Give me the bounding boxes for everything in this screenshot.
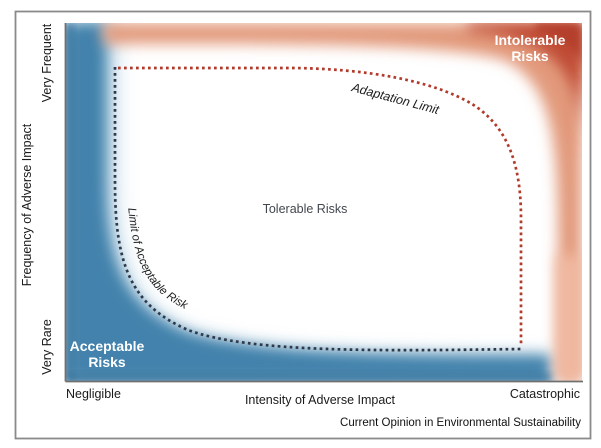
x-axis-min-label: Negligible — [66, 387, 121, 401]
journal-attribution: Current Opinion in Environmental Sustain… — [340, 417, 581, 429]
acceptable-region-core — [66, 23, 551, 381]
risk-field-shading — [66, 23, 582, 381]
intolerable-risks-label-line1: Intolerable — [495, 32, 566, 48]
acceptable-left-edge — [66, 23, 73, 381]
intolerable-lower-right-salmon — [556, 255, 582, 381]
acceptable-region-shading — [66, 23, 553, 381]
intolerable-corner-deep — [536, 23, 582, 84]
tolerable-risks-label: Tolerable Risks — [263, 202, 348, 216]
y-axis-min-label: Very Rare — [40, 319, 54, 375]
intolerable-corner — [468, 23, 582, 158]
intolerable-region-band — [103, 23, 582, 381]
acceptable-risks-label-line2: Risks — [88, 354, 126, 370]
acceptable-risks-label-line1: Acceptable — [70, 338, 145, 354]
y-axis-max-label: Very Frequent — [40, 23, 54, 102]
x-axis-max-label: Catastrophic — [510, 387, 580, 401]
y-axis-title: Frequency of Adverse Impact — [20, 123, 34, 286]
acceptable-bottom-edge — [66, 374, 552, 381]
x-axis-title: Intensity of Adverse Impact — [245, 393, 396, 407]
limit-of-acceptable-risk-line — [113, 67, 522, 352]
intolerable-region-shading — [103, 23, 582, 381]
intolerable-risks-label-line2: Risks — [511, 48, 549, 64]
